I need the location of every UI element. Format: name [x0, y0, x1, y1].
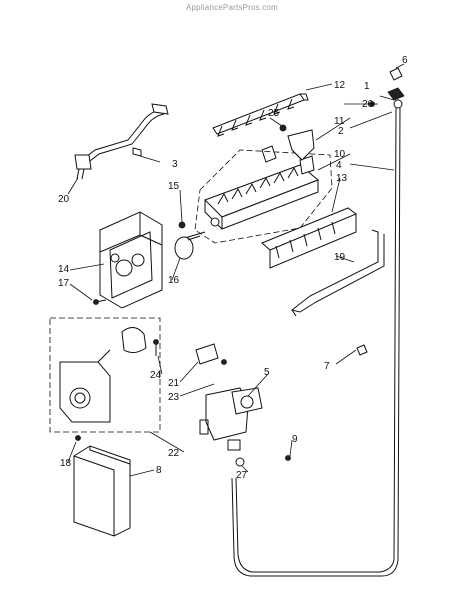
callout-3[interactable]: 3: [172, 159, 178, 170]
callout-15[interactable]: 15: [168, 181, 180, 192]
callout-2[interactable]: 2: [338, 126, 344, 137]
part-motor-assembly[interactable]: [59, 327, 147, 423]
callout-25[interactable]: 25: [268, 108, 280, 119]
callout-14[interactable]: 14: [58, 264, 70, 275]
callout-27[interactable]: 27: [236, 470, 248, 481]
callout-22[interactable]: 22: [168, 448, 180, 459]
callout-10[interactable]: 10: [334, 149, 346, 160]
leader-lines: [67, 63, 405, 477]
part-ejector-rail[interactable]: [212, 93, 309, 137]
callout-5[interactable]: 5: [264, 367, 270, 378]
part-screw-17[interactable]: [93, 299, 107, 305]
part-control-module[interactable]: [99, 211, 163, 309]
part-ice-stripper[interactable]: [261, 207, 357, 269]
callout-8[interactable]: 8: [156, 465, 162, 476]
part-screw-9[interactable]: [285, 455, 291, 461]
callout-19[interactable]: 19: [334, 252, 346, 263]
part-ice-mold[interactable]: [204, 145, 319, 230]
part-shutoff-arm[interactable]: [290, 229, 385, 317]
part-fill-cup[interactable]: [287, 129, 315, 161]
callout-20[interactable]: 20: [58, 194, 70, 205]
part-bracket[interactable]: [195, 343, 227, 365]
dashed-outline-motor: [49, 317, 161, 433]
dashed-outline-mold: [194, 149, 333, 244]
part-water-valve[interactable]: [199, 387, 263, 451]
part-screw-18[interactable]: [75, 435, 81, 441]
callout-17[interactable]: 17: [58, 278, 70, 289]
part-shaft-coupling[interactable]: [174, 221, 206, 260]
callout-23[interactable]: 23: [168, 392, 180, 403]
part-screw-24[interactable]: [153, 339, 159, 357]
part-screw-25[interactable]: [279, 124, 287, 132]
callout-12[interactable]: 12: [334, 80, 346, 91]
part-fill-tube[interactable]: [231, 107, 401, 577]
callout-11[interactable]: 11: [334, 116, 345, 127]
part-cover[interactable]: [73, 445, 131, 537]
callout-7[interactable]: 7: [324, 361, 330, 372]
callout-1[interactable]: 1: [364, 81, 370, 92]
part-inlet-fitting[interactable]: [369, 67, 405, 109]
callout-21[interactable]: 21: [168, 378, 180, 389]
part-wire-harness[interactable]: [74, 103, 169, 180]
callout-13[interactable]: 13: [336, 173, 348, 184]
callout-9[interactable]: 9: [292, 434, 298, 445]
watermark-text: AppliancePartsPros.com: [186, 3, 278, 12]
callout-24[interactable]: 24: [150, 370, 162, 381]
part-fitting-27[interactable]: [235, 457, 245, 467]
callout-26[interactable]: 26: [362, 99, 374, 110]
callouts: 6 12 1 26 25 11 2 10 4 13 3 15 20 19 14 …: [58, 55, 408, 481]
callout-16[interactable]: 16: [168, 275, 180, 286]
part-screw-7[interactable]: [356, 344, 368, 356]
callout-6[interactable]: 6: [402, 55, 408, 66]
callout-18[interactable]: 18: [60, 458, 72, 469]
callout-4[interactable]: 4: [336, 160, 342, 171]
